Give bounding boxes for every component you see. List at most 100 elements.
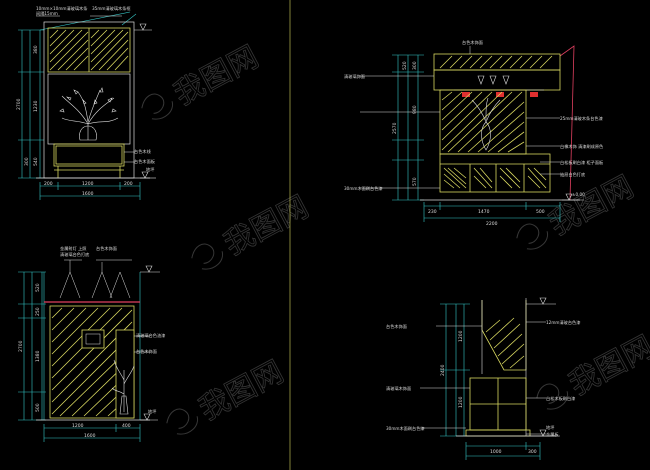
elevation-b-dim-v-4: 980 [412,105,418,114]
elevation-c: 金属射灯 上照 清玻璃台色打底 台色木饰面 清玻璃台色油漆 台色木饰面 520 … [18,245,165,442]
elevation-c-dim-h-2: 400 [122,423,131,429]
elevation-b-note-6: 抽屉白色打底 [560,171,585,178]
elevation-c-note-3: 台色木饰面 [96,245,117,252]
elevation-c-dim-v-3: 2700 [18,340,24,352]
elevation-c-dim-v-1: 520 [35,283,41,292]
elevation-d-note-5: 30mm木面刷台色漆 [386,425,425,432]
elevation-a-dim-v-4: 540 [33,157,39,166]
elevation-a-note-2: 间隔15mm [36,10,58,17]
elevation-d-level-marker-icon [526,297,560,437]
elevation-b-leaders [360,46,560,189]
elevation-a-dim-v-3: 1230 [33,100,39,112]
elevation-b-dim-v-5: 570 [412,177,418,186]
elevation-a-lower-cabinet [53,143,125,178]
elevation-b-dim-h-2: 1470 [478,209,490,215]
elevation-c-level-marker-icon [140,265,160,421]
elevation-a-dim-h-1: 200 [44,181,53,187]
elevation-b-lamps-icon [454,75,544,97]
elevation-c-dimension-lines [18,271,141,442]
elevation-c-dim-v-4: 1380 [35,350,41,362]
elevation-d-note-2: 12mm清玻台色漆 [546,319,580,326]
elevation-b-note-2: 清玻璃饰面 [344,73,365,80]
elevation-b-vase-icon [471,97,501,151]
elevation-d-dim-v-1: 1200 [458,330,464,342]
elevation-a-leaders [36,15,134,163]
watermark-text: 我图网 [168,39,264,112]
elevation-d: 台色木饰面 12mm清玻台色漆 清玻璃木饰面 白松木板刷白漆 30mm木面刷台色… [386,297,580,460]
elevation-b-note-4: 白橡木饰 清漆刷成原色 [560,143,604,150]
elevation-a-upper-cabinet [47,27,131,73]
elevation-d-note-1: 台色木饰面 [386,323,407,330]
elevation-a-dim-h-2: 1200 [82,181,94,187]
elevation-b-note-1: 台色木饰面 [462,39,483,46]
elevation-a-dim-v-2: 2700 [16,98,22,110]
elevation-c-niche [81,329,105,349]
elevation-a-note-5: 台色木面板 [134,158,156,165]
watermark-logo-icon [166,408,199,435]
elevation-d-note-3: 清玻璃木饰面 [386,385,411,392]
watermark-logo-icon [141,93,174,120]
elevation-a: 10mm×10mm清玻璃木条 间隔15mm 35mm清玻璃木条框 台色木线 台色… [16,5,156,200]
elevation-b-dim-v-3: 2570 [392,122,398,134]
watermark-logo-icon [536,383,569,410]
elevation-b-dim-v-1: 300 [412,61,418,70]
elevation-d-leaders [420,321,546,435]
watermark-text: 我图网 [193,354,289,427]
elevation-b-level-marker-icon [562,193,584,201]
elevation-c-dim-h-1: 1200 [72,423,84,429]
elevation-a-dim-h-4: 1600 [82,191,94,197]
elevation-b-note-3: 25mm清玻木条台色漆 [560,115,603,122]
elevation-a-note-1: 10mm×10mm清玻璃木条 [36,5,88,12]
watermark-text: 我图网 [563,329,650,402]
elevation-a-note-4: 台色木线 [134,148,152,155]
elevation-b-counter [439,153,551,193]
elevation-d-dim-v-2: 2400 [440,364,446,376]
watermark-logo-icon [516,223,549,250]
elevation-b-dim-h-4: 2200 [486,221,498,227]
elevation-c-dim-v-5: 500 [35,403,41,412]
elevation-b-level-label: ±0.00 [572,192,585,197]
elevation-b-wall-section [559,45,575,201]
elevation-c-dim-v-2: 250 [35,307,41,316]
elevation-c-note-2: 清玻璃台色打底 [60,251,89,258]
elevation-c-spotlight-rays [59,259,132,299]
elevation-b-note-5: 白松板刷白漆 柜子面板 [560,159,604,166]
elevation-c-note-1: 金属射灯 上照 [60,245,86,252]
watermark-logo-icon [191,243,224,270]
elevation-c-plant-icon [111,359,135,415]
elevation-d-level-label: 地坪 [546,424,554,431]
elevation-d-dimension-lines [440,303,541,460]
elevation-d-dim-v-3: 1200 [458,396,464,408]
elevation-d-display-cabinet [465,377,531,437]
elevation-a-dim-h-3: 200 [124,181,133,187]
elevation-b-dim-h-3: 500 [536,209,545,215]
elevation-b-dimension-lines [392,54,561,222]
elevation-a-note-3: 35mm清玻璃木条框 [92,5,131,12]
elevation-d-dim-h-2: 300 [528,449,537,455]
elevation-a-level-marker-icon [140,171,156,179]
elevation-b-note-7: 30mm木面刷台色漆 [344,185,383,192]
elevation-d-note-4: 白松木板刷白漆 [546,395,575,402]
elevation-c-note-5: 台色木饰面 [136,348,157,355]
elevation-b-dim-h-1: 230 [428,209,437,215]
elevation-c-leaders [134,335,150,353]
elevation-d-note-6: 金属板 [546,431,559,438]
elevation-c-side-panel [115,329,135,419]
elevation-a-dim-v-5: 300 [24,157,30,166]
elevation-c-dim-h-3: 1600 [84,433,96,439]
elevation-a-dim-v-1: 380 [33,45,39,54]
elevation-a-level-label: 地坪 [146,166,154,173]
elevation-a-plant-icon [59,87,119,141]
elevation-d-upper-panel [481,300,527,371]
elevation-b-canopy [433,53,561,91]
elevation-c-niche-inner [85,333,101,345]
watermark-text: 我图网 [218,189,314,262]
elevation-b: 台色木饰面 清玻璃饰面 25mm清玻木条台色漆 白橡木饰 清漆刷成原色 白松板刷… [344,39,604,227]
elevation-d-dim-h-1: 1000 [490,449,502,455]
elevation-a-top-marker-icon [134,23,152,31]
elevation-c-level-label: 地坪 [148,408,156,415]
elevation-c-note-4: 清玻璃台色油漆 [136,332,165,339]
elevation-b-dim-v-2: 520 [402,61,408,70]
elevation-a-dimension-lines [18,11,141,200]
